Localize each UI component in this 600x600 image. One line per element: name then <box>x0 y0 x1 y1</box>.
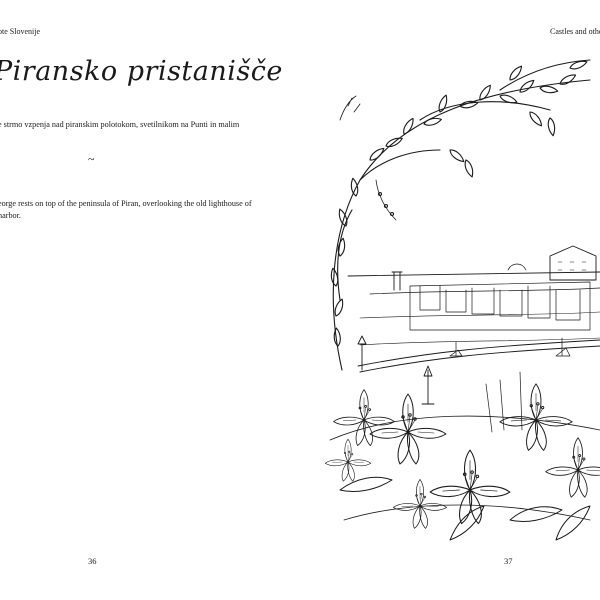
paragraph-english: eorge rests on top of the peninsula of P… <box>0 199 252 220</box>
running-head-left: ote Slovenije <box>0 27 40 36</box>
paragraph-slovenian: e strmo vzpenja nad piranskim polotokom,… <box>0 120 240 129</box>
lily-garland <box>324 371 600 541</box>
harbor-scene <box>347 245 600 405</box>
page-number-left: 36 <box>88 556 97 566</box>
page-title: Piransko pristanišče <box>0 56 283 87</box>
running-head-right: Castles and othe <box>550 27 600 36</box>
olive-branch-arch <box>329 58 591 371</box>
page-number-right: 37 <box>504 556 513 566</box>
piran-harbor-illustration <box>324 58 600 541</box>
left-page: ote Slovenije Piransko pristanišče e str… <box>0 27 283 566</box>
tilde-separator: ~ <box>88 152 95 166</box>
right-page: Castles and othe 37 <box>300 0 600 600</box>
